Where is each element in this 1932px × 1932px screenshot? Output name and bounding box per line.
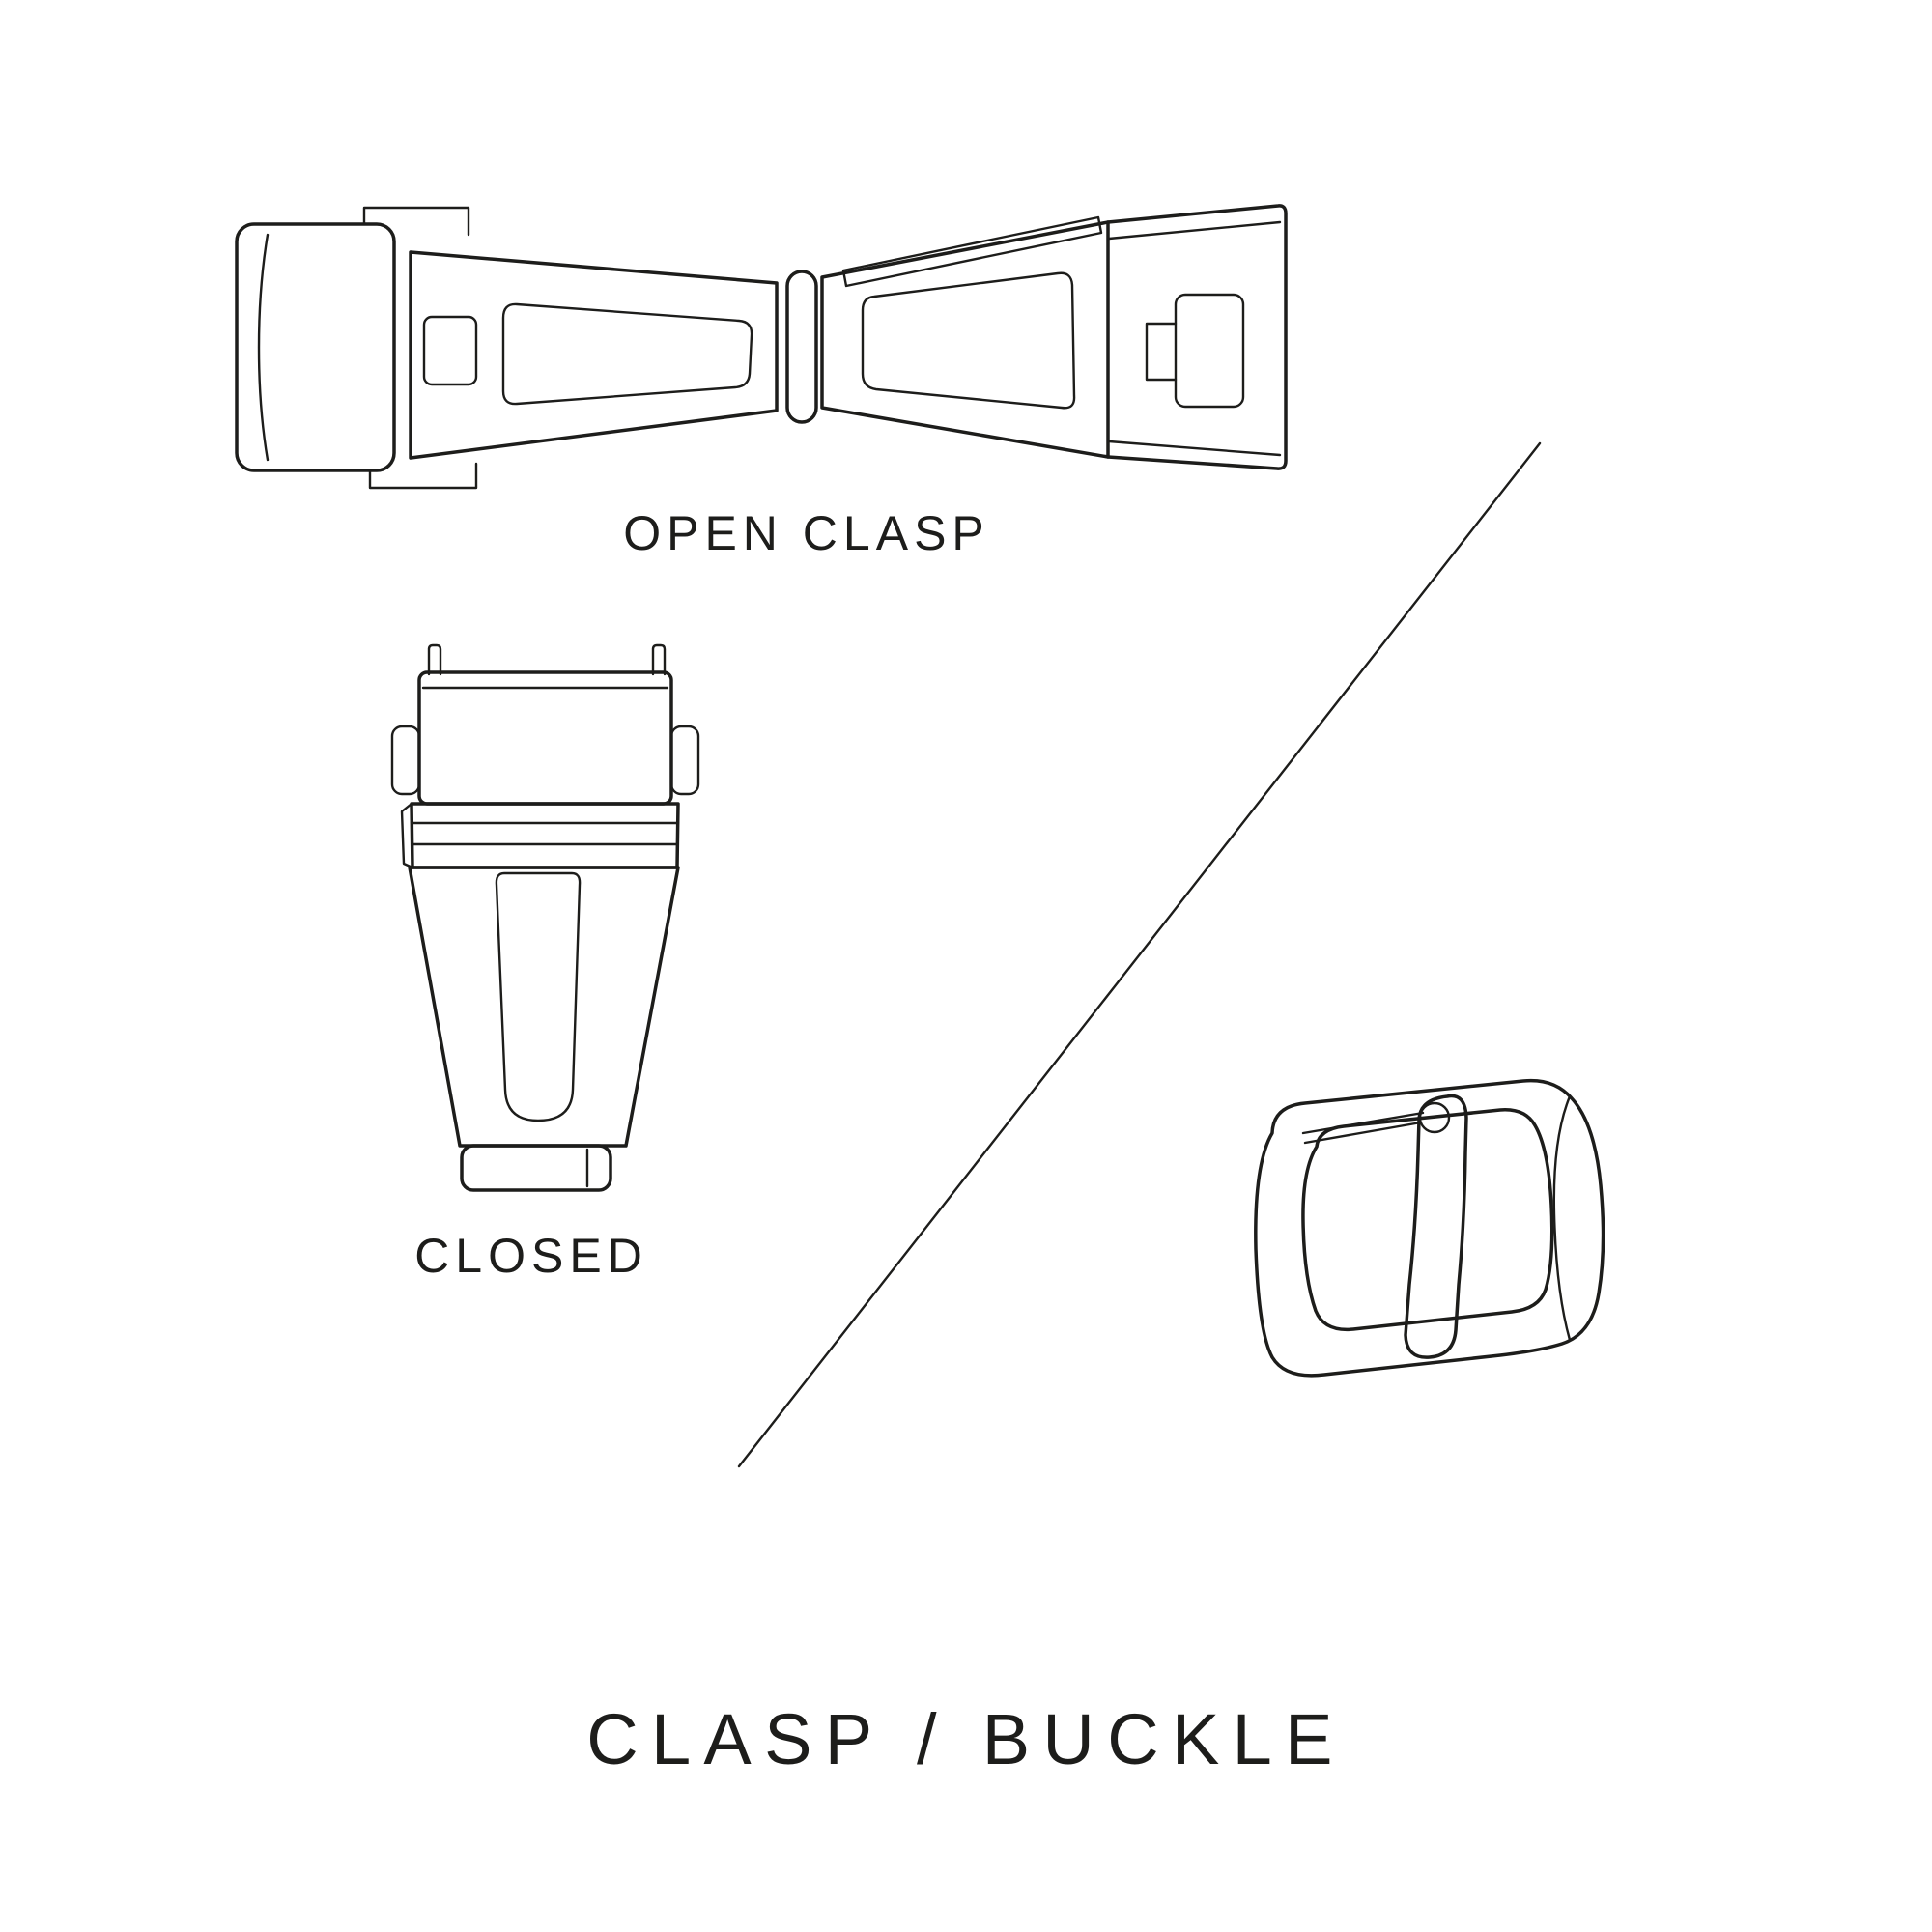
closed-clasp-illustration [390, 643, 700, 1192]
closed-clasp-label: CLOSED [414, 1229, 648, 1283]
open-clasp-label: OPEN CLASP [623, 506, 990, 560]
tang-buckle-illustration [1254, 1078, 1605, 1378]
page-title: CLASP / BUCKLE [586, 1699, 1346, 1779]
open-clasp-illustration [235, 204, 1288, 490]
